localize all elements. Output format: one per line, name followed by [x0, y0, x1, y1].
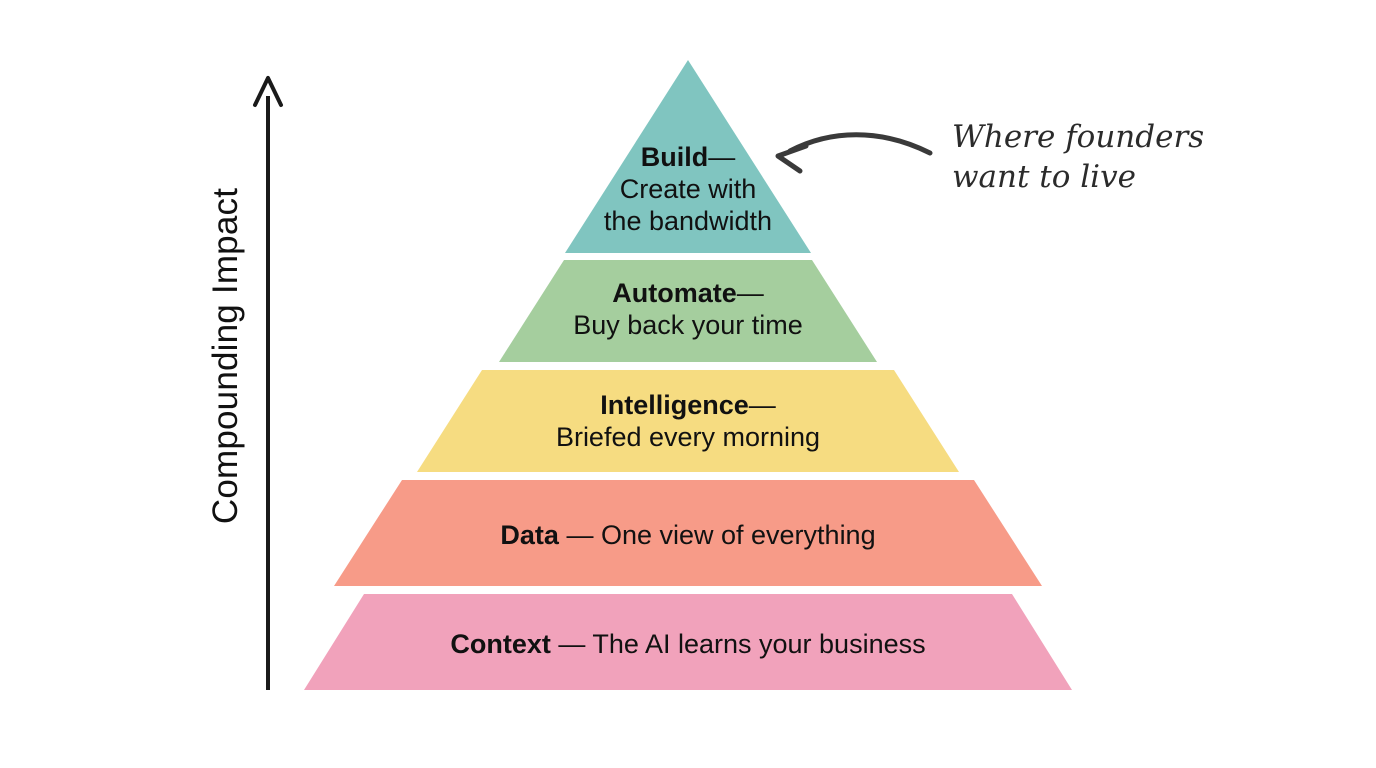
tier-shape-data[interactable]: [334, 480, 1042, 586]
tier-title-intelligence: Intelligence: [600, 390, 749, 420]
tier-label-data: Data — One view of everything: [388, 520, 988, 552]
tier-desc-context: The AI learns your business: [592, 629, 926, 659]
tier-label-intelligence: Intelligence— Briefed every morning: [438, 390, 938, 454]
tier-dash-intelligence: —: [748, 390, 776, 420]
tier-shape-automate[interactable]: [499, 260, 877, 362]
tier-label-automate: Automate— Buy back your time: [488, 278, 888, 342]
tier-title-context: Context: [450, 629, 551, 659]
annotation-text: Where founders want to live: [952, 119, 1205, 195]
tier-desc-data: One view of everything: [600, 520, 876, 550]
tier-label-build: Build— Create with the bandwidth: [568, 142, 808, 238]
tier-label-context: Context — The AI learns your business: [348, 629, 1028, 661]
tier-desc-automate: Buy back your time: [573, 309, 803, 340]
tier-dash-context: —: [558, 629, 586, 659]
tier-title-automate: Automate: [612, 278, 737, 308]
tier-shape-build[interactable]: [565, 60, 811, 253]
tier-desc-intelligence: Briefed every morning: [555, 421, 821, 452]
tier-dash-automate: —: [736, 278, 764, 308]
tier-title-data: Data: [500, 520, 559, 550]
tier-desc-build-line1: Create with: [619, 173, 757, 204]
tier-dash-data: —: [566, 520, 594, 550]
tier-desc-build-line2: the bandwidth: [603, 205, 773, 236]
tier-title-build: Build: [640, 142, 709, 172]
tier-shape-intelligence[interactable]: [417, 370, 959, 472]
tier-dash-build: —: [708, 142, 736, 172]
tier-shape-context[interactable]: [304, 594, 1072, 690]
